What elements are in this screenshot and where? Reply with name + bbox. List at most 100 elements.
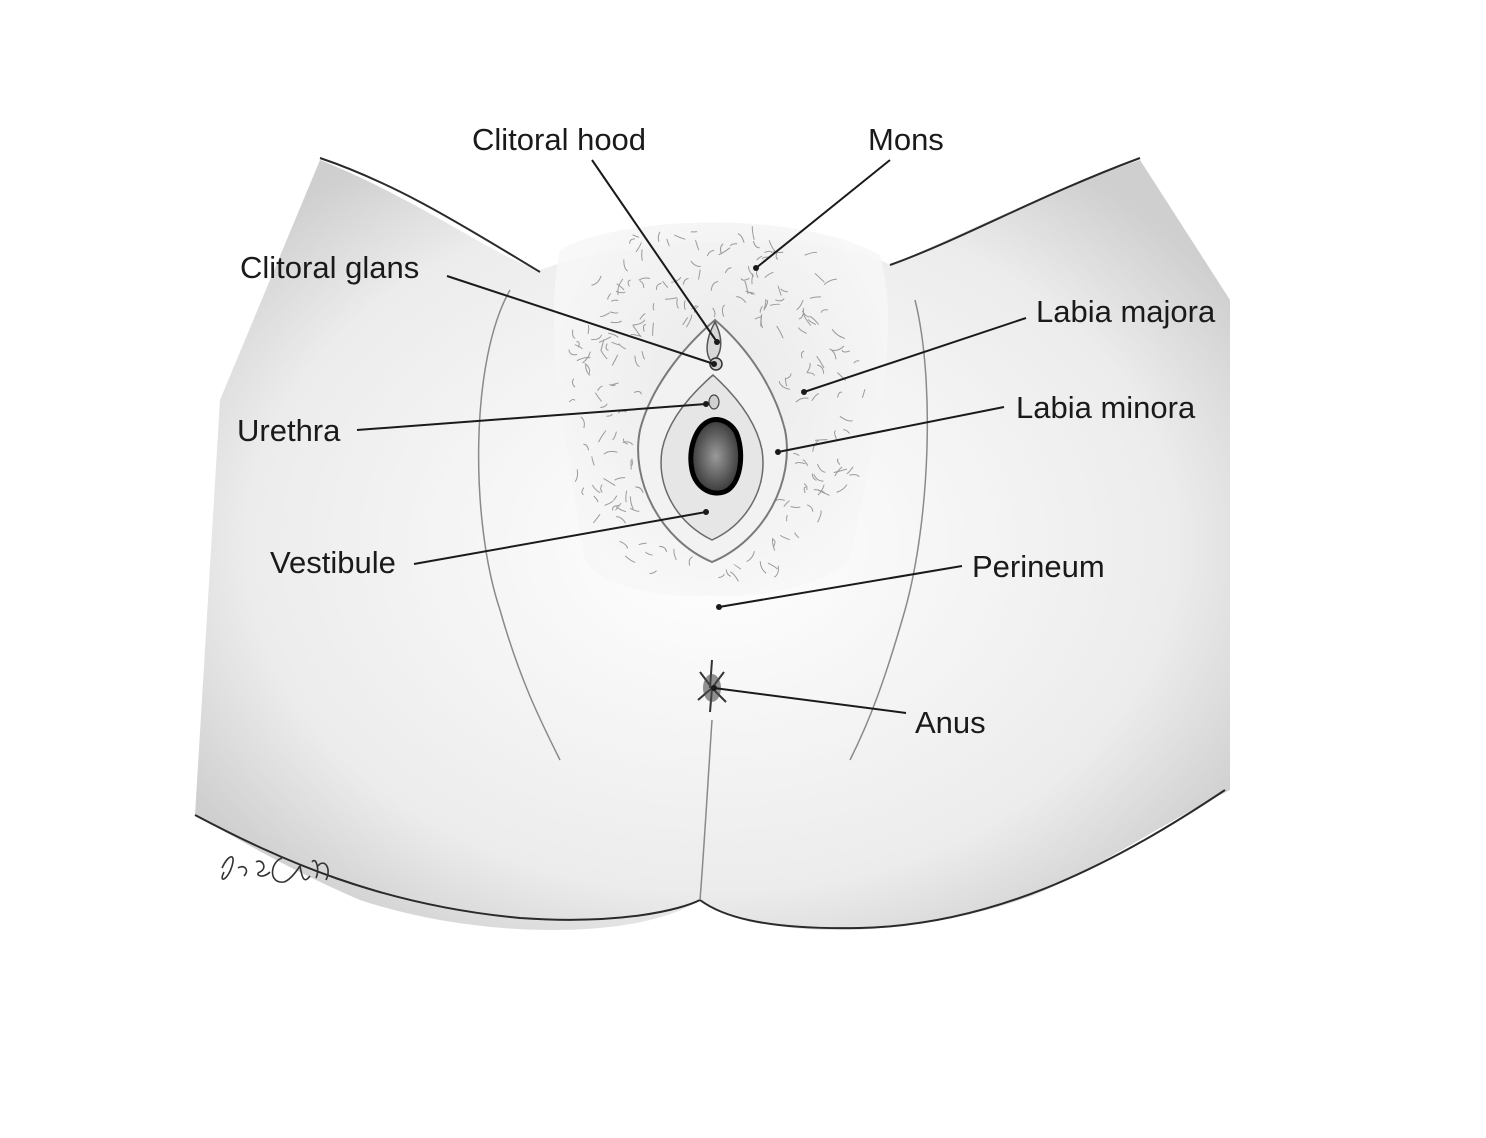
anus-leader: [713, 687, 907, 714]
labia-minora-leader: [777, 406, 1005, 453]
hair-stroke: [756, 255, 763, 261]
hair-stroke: [597, 385, 603, 391]
hair-stroke: [618, 278, 624, 287]
hair-stroke: [576, 341, 580, 348]
hair-stroke: [666, 238, 670, 247]
hair-stroke: [582, 351, 591, 364]
perineum-dot: [716, 604, 722, 610]
hair-strokes: [568, 226, 866, 582]
hair-stroke: [673, 548, 677, 561]
hair-stroke: [760, 314, 762, 327]
hair-stroke: [748, 291, 756, 295]
hair-stroke: [836, 458, 841, 466]
hair-stroke: [861, 389, 866, 398]
hair-stroke: [595, 392, 602, 402]
hair-stroke: [813, 489, 825, 493]
hair-stroke: [776, 325, 784, 339]
hair-stroke: [763, 299, 767, 311]
clitoral-glans-leader: [446, 275, 715, 365]
hair-stroke: [775, 298, 785, 302]
hair-stroke: [820, 309, 828, 313]
hair-stroke: [627, 279, 631, 287]
hair-stroke: [729, 243, 738, 247]
perineum-leader: [718, 565, 963, 608]
hair-stroke: [615, 502, 622, 511]
label-vestibule: Vestibule: [270, 545, 396, 580]
hair-stroke: [759, 305, 763, 313]
hair-stroke: [736, 296, 747, 303]
vaginal-opening: [688, 417, 744, 496]
anus-dot: [711, 685, 717, 691]
hair-stroke: [572, 329, 576, 339]
hair-stroke: [688, 556, 693, 566]
hair-stroke: [599, 312, 610, 318]
hair-stroke: [635, 486, 644, 494]
urethra-leader: [356, 403, 707, 431]
mons-leader: [755, 159, 891, 269]
hair-stroke: [833, 468, 848, 474]
hair-stroke: [773, 565, 779, 578]
hair-stroke: [831, 328, 843, 338]
hair-stroke: [645, 551, 653, 556]
hair-stroke: [834, 430, 837, 440]
hair-stroke: [593, 495, 599, 503]
hair-stroke: [655, 282, 662, 291]
urethra-dot: [703, 401, 709, 407]
hair-stroke: [624, 555, 636, 563]
hair-stroke: [587, 324, 590, 335]
hair-stroke: [732, 563, 742, 570]
hair-stroke: [803, 313, 812, 326]
hair-stroke: [598, 336, 612, 343]
hair-stroke: [778, 381, 790, 390]
hair-stroke: [598, 430, 607, 443]
hair-stroke: [629, 496, 634, 510]
labia-minora-dot: [775, 449, 781, 455]
hair-stroke: [657, 231, 661, 242]
label-clitoral-hood: Clitoral hood: [472, 122, 646, 157]
hair-stroke: [785, 377, 788, 387]
label-mons: Mons: [868, 122, 944, 157]
hair-stroke: [831, 345, 845, 351]
hair-stroke: [814, 272, 825, 283]
hair-stroke: [807, 319, 817, 326]
hair-stroke: [591, 334, 602, 341]
hair-stroke: [691, 304, 697, 310]
hair-stroke: [609, 311, 619, 314]
hair-stroke: [683, 300, 686, 310]
hair-stroke: [584, 362, 591, 374]
hair-stroke: [737, 233, 745, 243]
hair-stroke: [806, 362, 811, 374]
hair-stroke: [803, 486, 807, 494]
left-inner-thigh: [477, 289, 561, 761]
hair-stroke: [764, 299, 769, 309]
hair-stroke: [593, 513, 601, 524]
hair-stroke: [751, 273, 754, 285]
hair-stroke: [639, 280, 645, 289]
hair-stroke: [710, 281, 719, 291]
hair-stroke: [611, 354, 619, 366]
hair-stroke: [614, 477, 626, 481]
hair-stroke: [568, 398, 576, 403]
hair-stroke: [772, 539, 776, 547]
vestibule-leader: [413, 511, 707, 565]
hair-stroke: [837, 391, 843, 398]
hair-stroke: [580, 416, 585, 429]
hair-stroke: [804, 251, 818, 256]
hair-stroke: [608, 383, 616, 387]
artist-signature: [221, 856, 329, 883]
hair-stroke: [718, 247, 731, 256]
hair-stroke: [659, 545, 668, 552]
hair-stroke: [772, 251, 784, 253]
hair-stroke: [790, 506, 801, 508]
hair-stroke: [740, 277, 750, 281]
hair-stroke: [629, 238, 636, 244]
label-urethra: Urethra: [237, 413, 341, 448]
hair-stroke: [725, 569, 732, 577]
hair-stroke: [600, 403, 608, 408]
hair-stroke: [591, 484, 601, 493]
hair-stroke: [809, 296, 822, 299]
hair-stroke: [698, 269, 701, 280]
hair-stroke: [794, 532, 800, 539]
hair-stroke: [843, 429, 850, 434]
hair-stroke: [729, 571, 739, 582]
